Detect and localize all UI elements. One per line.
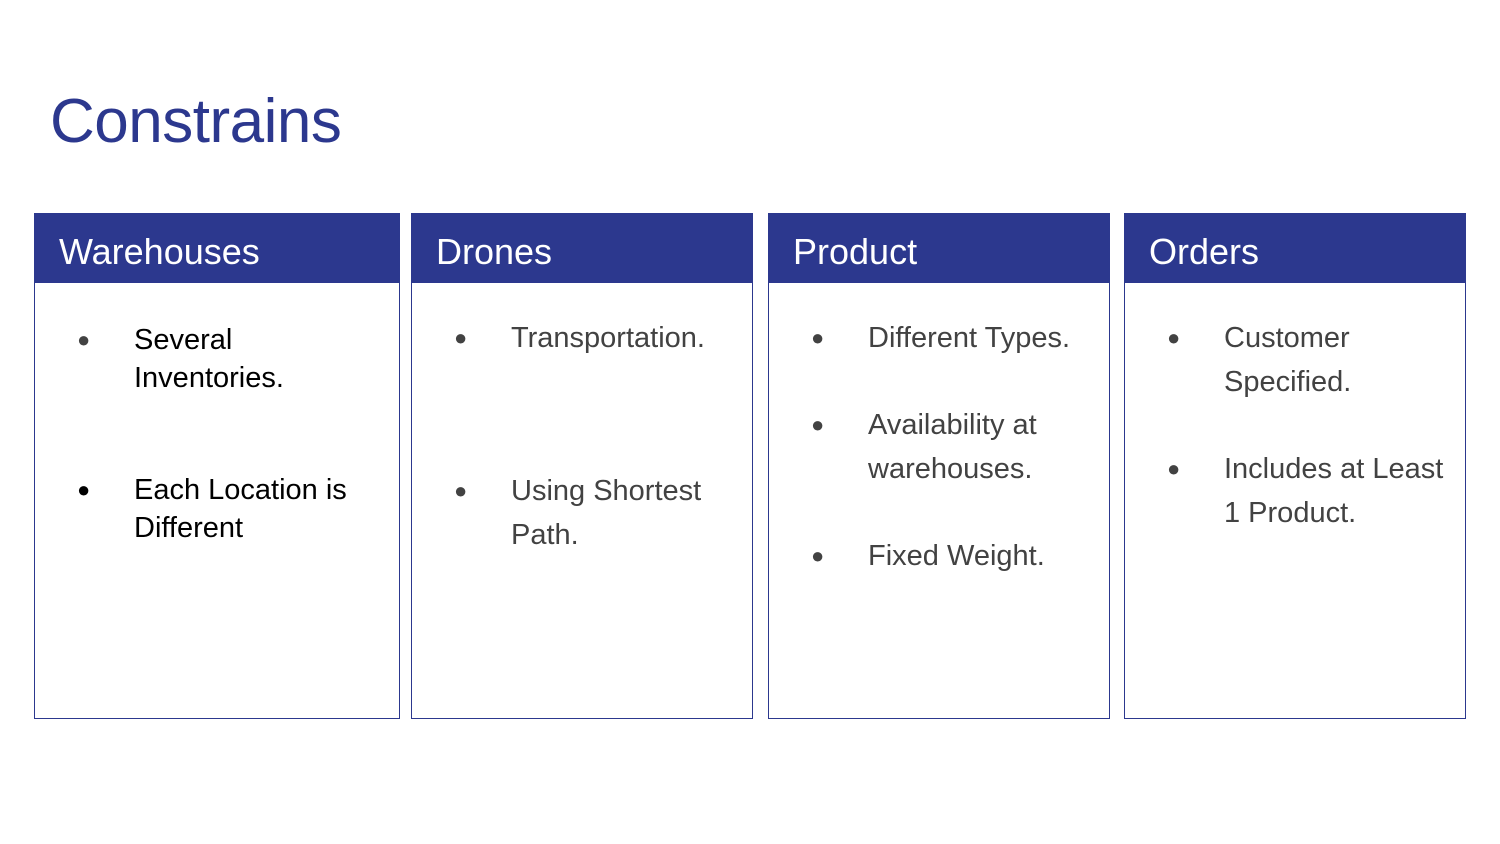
list-item-text: Includes at Least 1 Product. (1224, 453, 1444, 529)
list-item-text: Using Shortest Path. (511, 475, 702, 551)
list-item: ● Several Inventories. (35, 321, 399, 397)
list-item: ● Different Types. (769, 316, 1109, 360)
list-item-text: Availability at warehouses. (868, 409, 1037, 485)
bullet-icon: ● (811, 543, 825, 568)
list-item-text: Customer Specified. (1224, 322, 1352, 398)
slide-title: Constrains (50, 87, 342, 156)
list-item: ● Availability at warehouses. (769, 403, 1109, 491)
card-header-drones: Drones (412, 214, 752, 283)
card-orders: Orders ● Customer Specified. ● Includes … (1124, 213, 1466, 719)
list-item-text: Transportation. (511, 322, 705, 354)
list-item-text: Different Types. (868, 322, 1071, 354)
bullet-icon: ● (1167, 456, 1181, 481)
card-list-warehouses: ● Several Inventories. ● Each Location i… (35, 283, 399, 547)
bullet-icon: ● (454, 325, 468, 350)
bullet-icon: ● (1167, 325, 1181, 350)
bullet-icon: ● (454, 478, 468, 503)
card-list-orders: ● Customer Specified. ● Includes at Leas… (1125, 283, 1465, 535)
list-item: ● Transportation. (412, 316, 752, 360)
list-item: ● Customer Specified. (1125, 316, 1465, 404)
list-item-text: Each Location is Different (134, 474, 347, 544)
card-header-warehouses: Warehouses (35, 214, 399, 283)
card-header-orders: Orders (1125, 214, 1465, 283)
bullet-icon: ● (77, 477, 91, 502)
list-item: ● Each Location is Different (35, 471, 399, 547)
bullet-icon: ● (811, 325, 825, 350)
bullet-icon: ● (77, 327, 91, 352)
card-header-product: Product (769, 214, 1109, 283)
card-product: Product ● Different Types. ● Availabilit… (768, 213, 1110, 719)
list-item-text: Fixed Weight. (868, 540, 1045, 572)
bullet-icon: ● (811, 412, 825, 437)
card-list-drones: ● Transportation. ● Using Shortest Path. (412, 283, 752, 557)
list-item: ● Includes at Least 1 Product. (1125, 447, 1465, 535)
list-item: ● Fixed Weight. (769, 534, 1109, 578)
card-list-product: ● Different Types. ● Availability at war… (769, 283, 1109, 578)
list-item: ● Using Shortest Path. (412, 469, 752, 557)
list-item-text: Several Inventories. (134, 324, 284, 394)
card-warehouses: Warehouses ● Several Inventories. ● Each… (34, 213, 400, 719)
card-drones: Drones ● Transportation. ● Using Shortes… (411, 213, 753, 719)
